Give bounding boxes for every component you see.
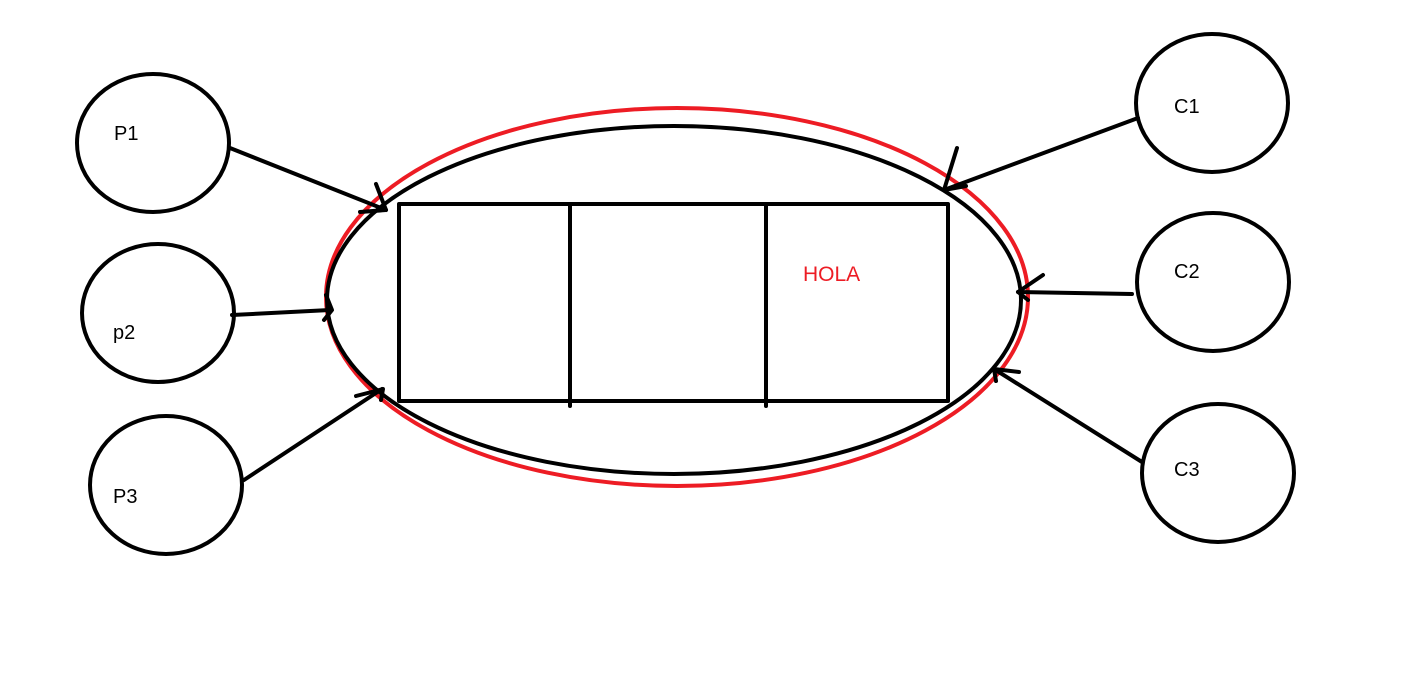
consumer-label-c2: C2 <box>1174 261 1200 283</box>
arrow-p2-to-buffer <box>230 293 334 322</box>
arrow-c1-to-buffer <box>942 116 1140 192</box>
consumer-node-c2 <box>1135 211 1291 353</box>
producer-node-p3 <box>88 414 244 556</box>
producer-node-p2 <box>80 242 236 384</box>
consumer-label-c3: C3 <box>1174 459 1200 481</box>
arrow-p1-to-buffer <box>228 146 388 214</box>
producer-label-p2: p2 <box>113 322 135 344</box>
producer-node-p1 <box>75 72 231 214</box>
consumer-label-c1: C1 <box>1174 96 1200 118</box>
arrow-p3-to-buffer <box>242 387 385 482</box>
arrow-c2-to-buffer <box>1016 273 1134 302</box>
producer-label-p1: P1 <box>114 123 138 145</box>
buffer-box <box>397 202 950 403</box>
highlight-outline <box>324 106 1030 488</box>
arrow-c3-to-buffer <box>992 367 1144 464</box>
buffer-slot-text: HOLA <box>803 263 860 286</box>
consumer-node-c1 <box>1134 32 1290 174</box>
consumer-node-c3 <box>1140 402 1296 544</box>
producer-label-p3: P3 <box>113 486 137 508</box>
buffer-boundary <box>325 124 1023 476</box>
